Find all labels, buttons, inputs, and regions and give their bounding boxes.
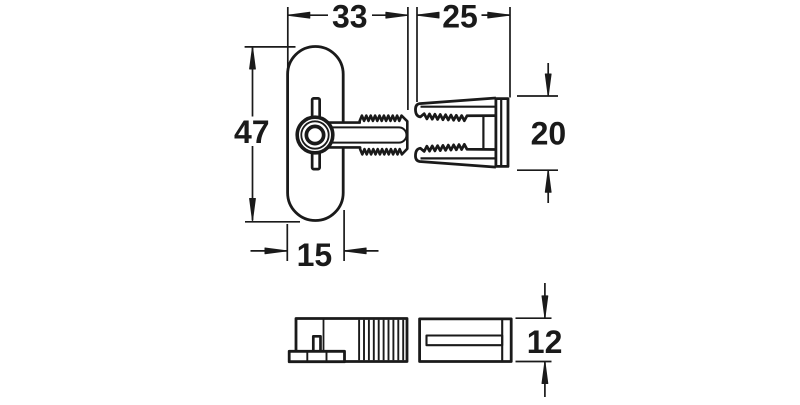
svg-text:33: 33 xyxy=(332,0,368,35)
svg-text:47: 47 xyxy=(234,114,270,150)
svg-text:12: 12 xyxy=(527,324,563,360)
svg-text:20: 20 xyxy=(531,115,567,151)
svg-text:25: 25 xyxy=(442,0,478,35)
svg-text:15: 15 xyxy=(297,237,333,273)
